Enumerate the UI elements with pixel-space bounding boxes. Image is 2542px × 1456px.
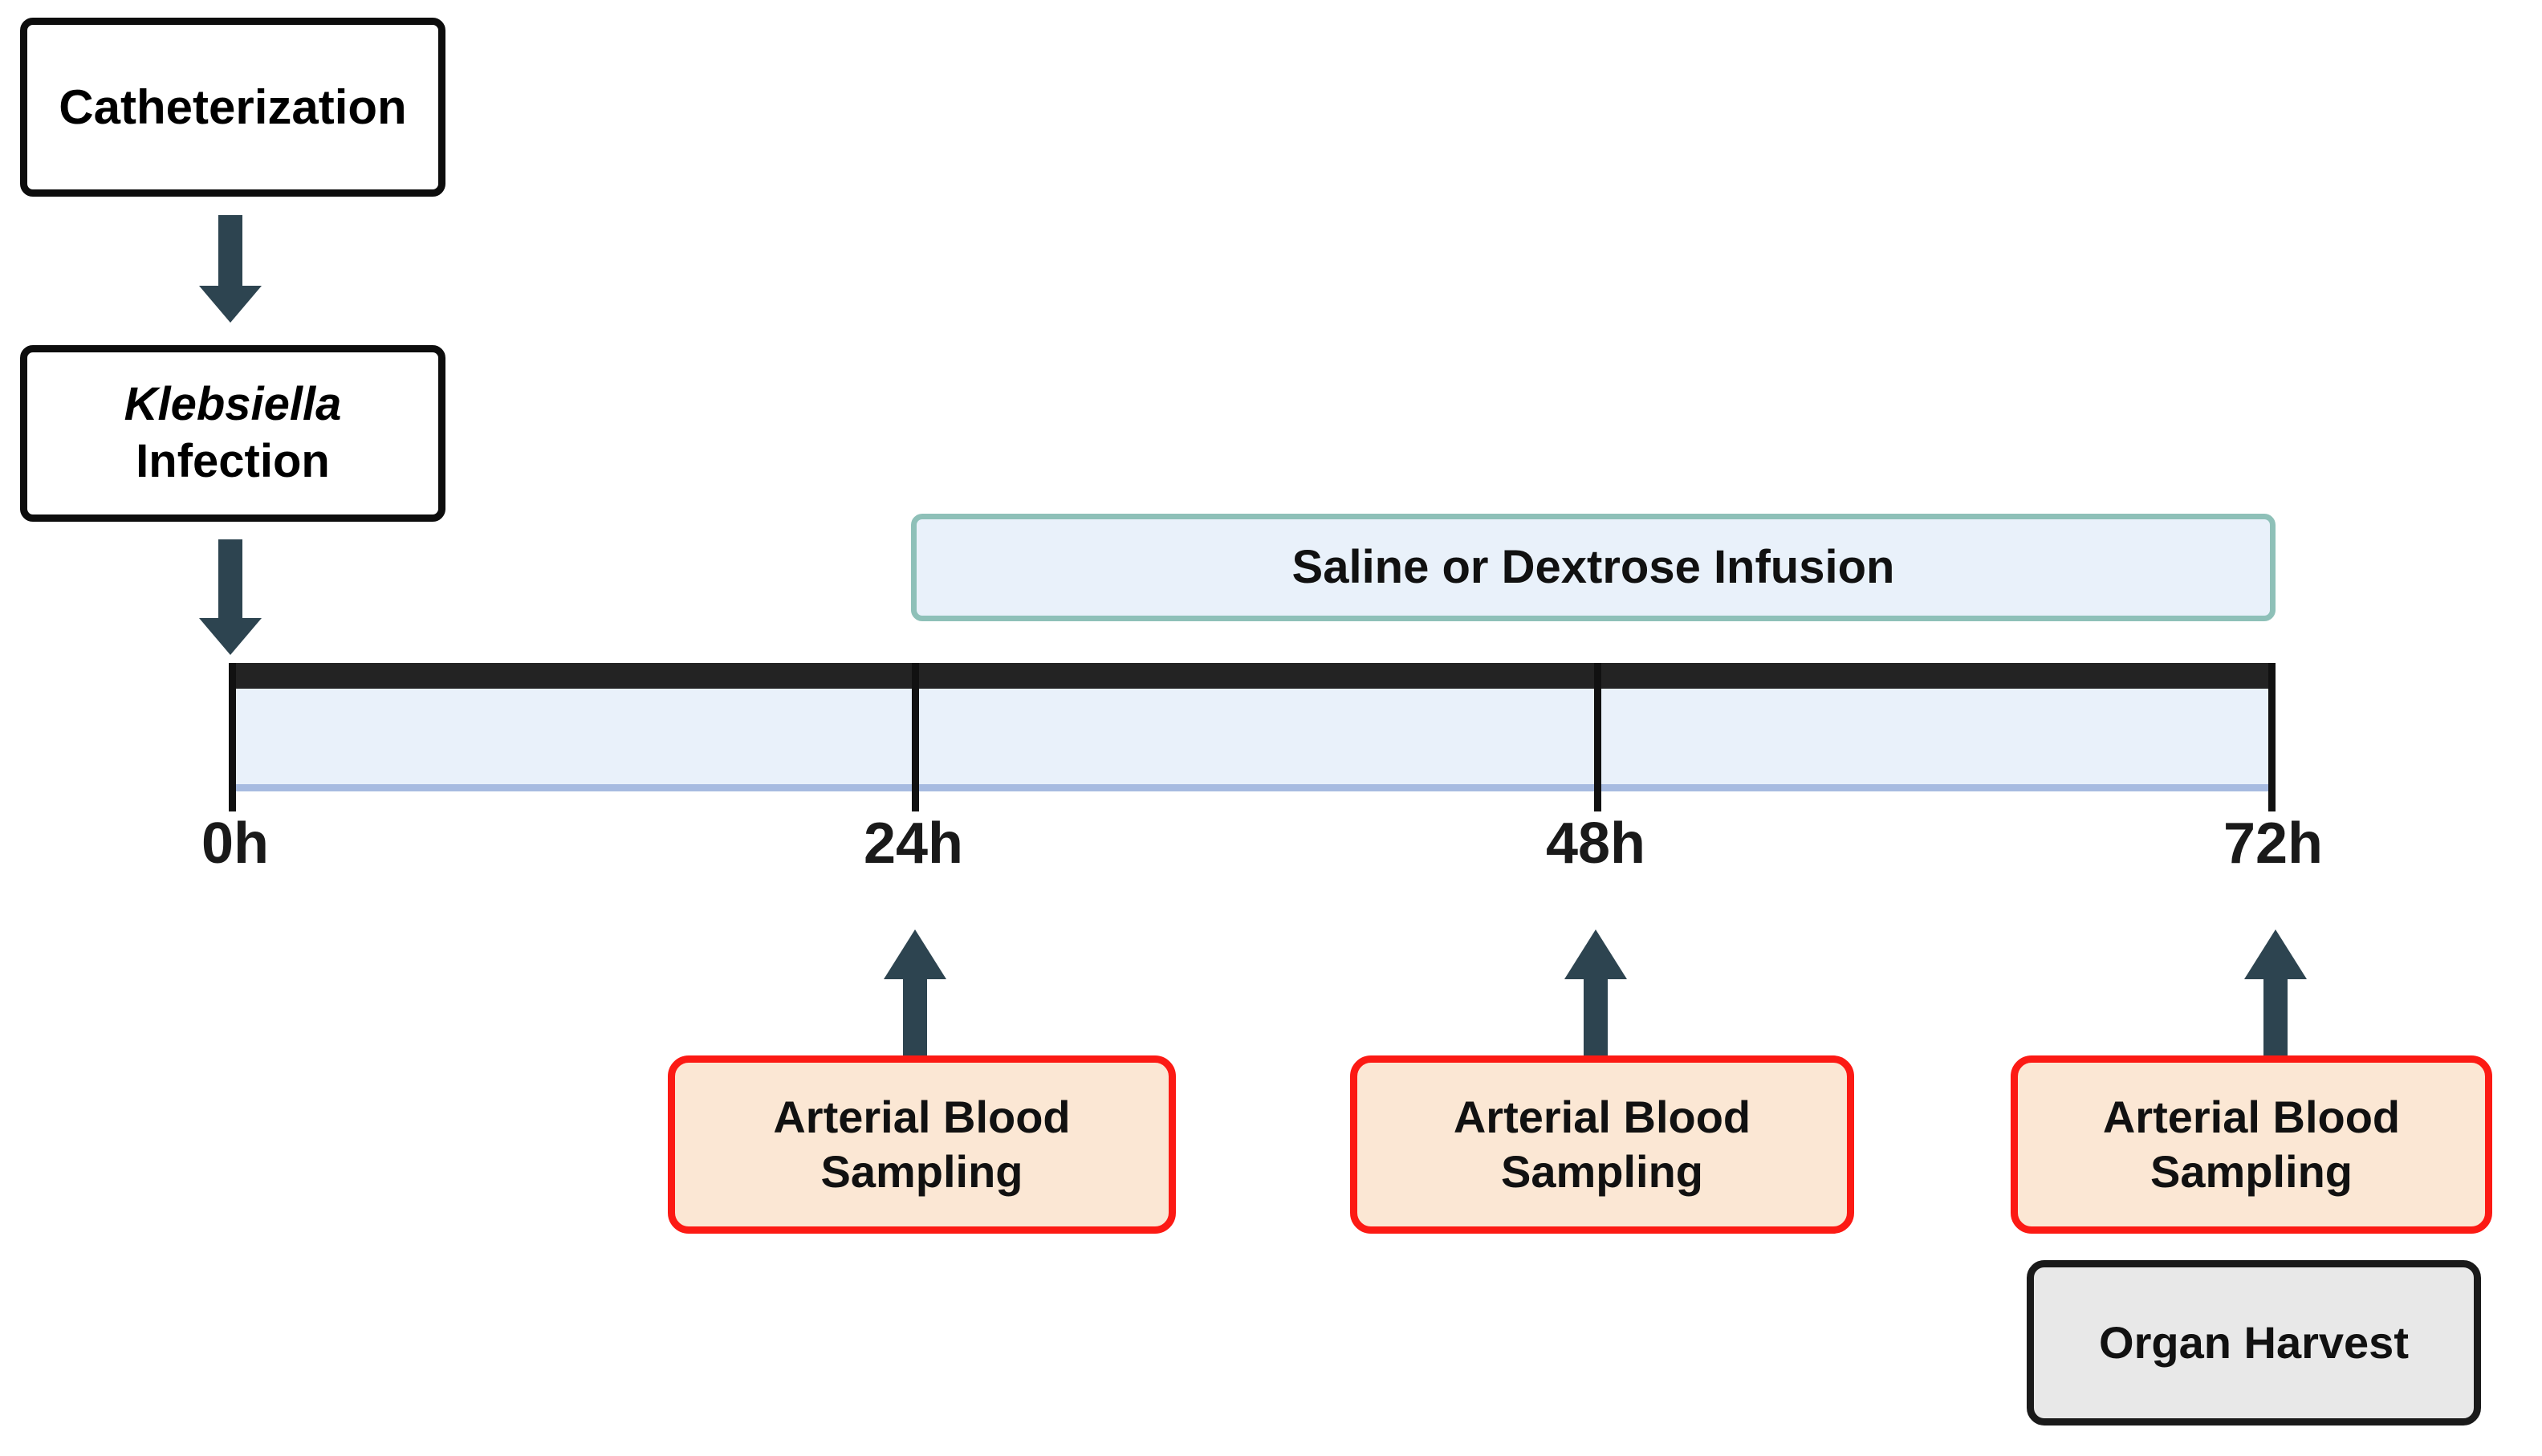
arrow-shaft [1584,978,1608,1056]
timeline-tick-0h [229,663,236,811]
sampling-arrow-up-icon [1564,929,1627,1056]
sampling-label-line2: Sampling [2150,1146,2353,1197]
tick-label-0h: 0h [201,811,270,876]
sampling-label-line1: Arterial Blood [773,1091,1071,1142]
arrow-shaft [903,978,927,1056]
flow-arrow-down-icon [199,215,262,324]
timeline-top-bar [229,663,2276,689]
tick-label-72h: 72h [2223,811,2324,876]
timeline-tick-72h [2268,663,2276,811]
arterial-blood-sampling-box-48h: Arterial Blood Sampling [1350,1055,1854,1234]
arrow-head [1564,929,1627,979]
timeline-tick-24h [912,663,919,811]
infusion-label: Saline or Dextrose Infusion [1291,540,1895,593]
arrow-shaft [2263,978,2288,1056]
klebsiella-genus-label: Klebsiella [124,378,342,431]
arterial-blood-sampling-box-24h: Arterial Blood Sampling [668,1055,1176,1234]
timeline-axis [229,663,2276,811]
sampling-label-line1: Arterial Blood [1453,1091,1751,1142]
catheterization-box: Catheterization [20,18,445,197]
tick-label-24h: 24h [863,811,964,876]
saline-dextrose-infusion-bar: Saline or Dextrose Infusion [911,514,2276,621]
sampling-arrow-up-icon [2244,929,2307,1056]
timeline-tick-48h [1594,663,1601,811]
organ-harvest-box: Organ Harvest [2027,1260,2481,1425]
klebsiella-infection-box: Klebsiella Infection [20,345,445,522]
arterial-blood-sampling-box-72h: Arterial Blood Sampling [2011,1055,2492,1234]
catheterization-label: Catheterization [59,79,407,134]
timeline-body [229,689,2276,791]
arrow-head [884,929,946,979]
flow-arrow-down-icon [199,539,262,658]
sampling-label-line2: Sampling [1500,1146,1704,1197]
arrow-head [2244,929,2307,979]
tick-label-48h: 48h [1545,811,1646,876]
arrow-head [199,286,262,323]
infection-label: Infection [136,435,330,487]
sampling-label-line2: Sampling [820,1146,1023,1197]
sampling-arrow-up-icon [884,929,946,1056]
sampling-label-line1: Arterial Blood [2102,1091,2401,1142]
arrow-shaft [218,539,242,620]
arrow-head [199,618,262,655]
arrow-shaft [218,215,242,287]
organ-harvest-label: Organ Harvest [2099,1316,2409,1368]
